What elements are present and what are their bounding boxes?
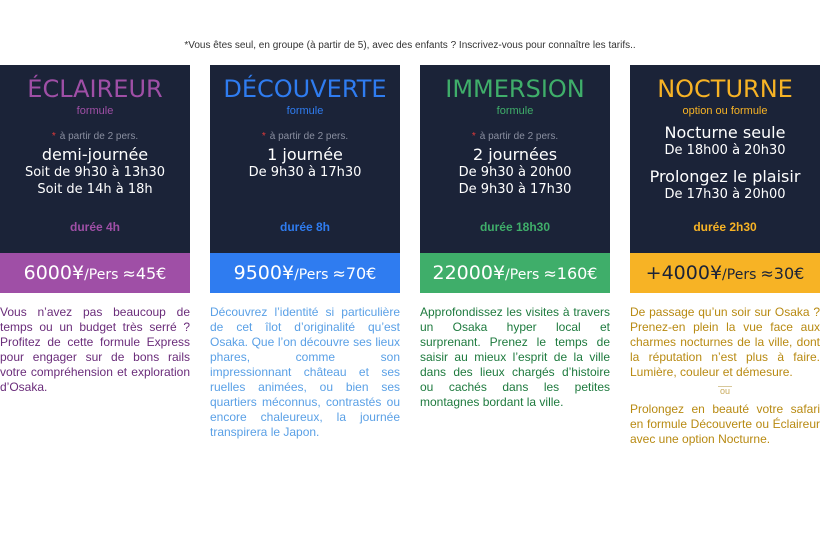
or-divider: ou <box>630 386 820 396</box>
plan-length: 1 journée <box>267 145 343 164</box>
plan-min-people: *à partir de 2 pers. <box>0 131 190 142</box>
plan-duration: durée 8h <box>279 220 330 234</box>
plan-card: IMMERSION formule *à partir de 2 pers. 2… <box>420 65 610 253</box>
plan-price-bar: +4000¥/Pers≈30€ <box>630 253 820 293</box>
plan-duration: durée 4h <box>69 220 120 234</box>
plan-decouverte: DÉCOUVERTE formule *à partir de 2 pers. … <box>210 65 400 440</box>
plan-description: De passage qu’un soir sur Osaka ? Prenez… <box>630 305 820 379</box>
plan-price-bar: 6000¥/Pers≈45€ <box>0 253 190 293</box>
price-per: /Pers <box>84 267 119 283</box>
plan-description-extra: Prolongez en beauté votre safari en form… <box>630 402 820 446</box>
plan-option-2: Prolongez le plaisir <box>649 167 801 186</box>
price-euro: ≈70€ <box>332 264 377 283</box>
min-people-label: à partir de 2 pers. <box>479 131 559 142</box>
plan-length: demi-journée <box>41 145 149 164</box>
price-yen: +4000¥ <box>645 262 723 284</box>
plan-duration: durée 18h30 <box>479 220 551 234</box>
price-yen: 9500¥ <box>233 262 295 284</box>
plan-card: DÉCOUVERTE formule *à partir de 2 pers. … <box>210 65 400 253</box>
plan-min-people: *à partir de 2 pers. <box>210 131 400 142</box>
price-euro: ≈30€ <box>760 264 805 283</box>
plan-price-bar: 9500¥/Pers≈70€ <box>210 253 400 293</box>
plan-subtitle: formule <box>496 105 534 117</box>
plan-hours-2: De 17h30 à 20h00 <box>664 187 786 202</box>
plan-hours-1: De 18h00 à 20h30 <box>664 143 786 158</box>
min-people-label: à partir de 2 pers. <box>59 131 139 142</box>
plan-description: Approfondissez les visites à travers un … <box>420 305 610 409</box>
min-people-label: à partir de 2 pers. <box>269 131 349 142</box>
plan-title: DÉCOUVERTE <box>223 75 387 103</box>
plan-card: ÉCLAIREUR formule *à partir de 2 pers. d… <box>0 65 190 253</box>
plan-price-bar: 22000¥/Pers≈160€ <box>420 253 610 293</box>
plan-title: IMMERSION <box>445 75 585 103</box>
or-label: ou <box>717 386 732 396</box>
plan-min-people: *à partir de 2 pers. <box>420 131 610 142</box>
plan-immersion: IMMERSION formule *à partir de 2 pers. 2… <box>420 65 610 410</box>
price-per: /Pers <box>722 267 757 283</box>
plan-hours-1: De 9h30 à 20h00 <box>458 165 572 180</box>
plan-description: Découvrez l’identité si particulière de … <box>210 305 400 439</box>
price-euro: ≈45€ <box>122 264 167 283</box>
plan-hours-2: De 9h30 à 17h30 <box>458 182 572 197</box>
plan-subtitle: formule <box>286 105 324 117</box>
plan-length: 2 journées <box>472 145 558 164</box>
plan-nocturne: NOCTURNE option ou formule Nocturne seul… <box>630 65 820 447</box>
price-yen: 6000¥ <box>23 262 85 284</box>
asterisk: * <box>261 131 266 142</box>
plan-description: Vous n’avez pas beaucoup de temps ou un … <box>0 305 190 394</box>
plan-subtitle: option ou formule <box>682 105 768 117</box>
price-per: /Pers <box>294 267 329 283</box>
asterisk: * <box>471 131 476 142</box>
plan-hours-2: Soit de 14h à 18h <box>37 182 153 197</box>
price-yen: 22000¥ <box>432 262 506 284</box>
plan-eclaireur: ÉCLAIREUR formule *à partir de 2 pers. d… <box>0 65 190 395</box>
plan-subtitle: formule <box>76 105 114 117</box>
asterisk: * <box>51 131 56 142</box>
price-euro: ≈160€ <box>543 264 598 283</box>
plan-card: NOCTURNE option ou formule Nocturne seul… <box>630 65 820 253</box>
plan-title: NOCTURNE <box>657 75 793 103</box>
plan-title: ÉCLAIREUR <box>27 75 163 103</box>
plan-option-1: Nocturne seule <box>664 123 786 142</box>
plan-hours-1: Soit de 9h30 à 13h30 <box>24 165 166 180</box>
pricing-note: *Vous êtes seul, en groupe (à partir de … <box>184 40 636 51</box>
plan-hours-1: De 9h30 à 17h30 <box>248 165 362 180</box>
plan-duration: durée 2h30 <box>693 220 757 234</box>
price-per: /Pers <box>505 267 540 283</box>
